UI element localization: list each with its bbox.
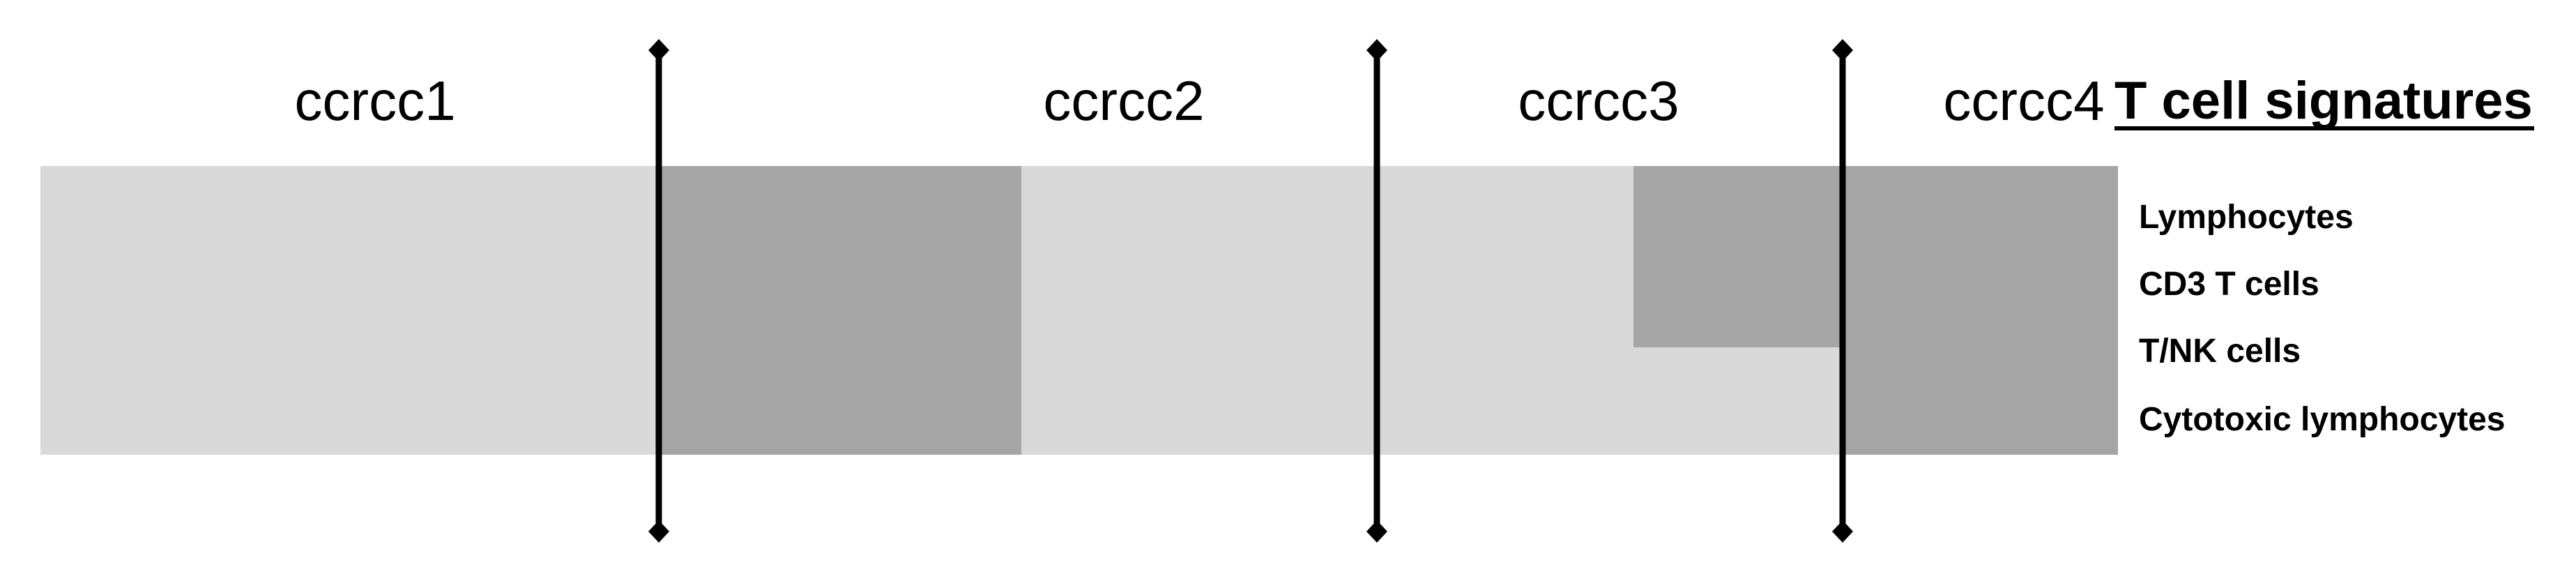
cluster-label-ccrcc2: ccrcc2 bbox=[1043, 70, 1204, 132]
dark-block-ccrcc4 bbox=[1843, 166, 2118, 455]
cluster-label-ccrcc3: ccrcc3 bbox=[1518, 70, 1679, 132]
cluster-label-ccrcc4: ccrcc4 bbox=[1943, 70, 2104, 132]
divider-1 bbox=[648, 39, 669, 543]
cluster-label-ccrcc1: ccrcc1 bbox=[294, 70, 455, 132]
divider-3 bbox=[1832, 39, 1853, 543]
signature-label-cytotoxic-lymphocytes: Cytotoxic lymphocytes bbox=[2139, 401, 2505, 438]
dark-block-ccrcc1-2 bbox=[659, 166, 1021, 455]
dark-block-ccrcc3-top bbox=[1633, 166, 1843, 347]
diagram-title: T cell signatures bbox=[2114, 71, 2533, 130]
signature-label-lymphocytes: Lymphocytes bbox=[2139, 199, 2354, 236]
signature-label-t-nk-cells: T/NK cells bbox=[2139, 333, 2301, 370]
divider-2 bbox=[1366, 39, 1387, 543]
signature-label-cd3-t-cells: CD3 T cells bbox=[2139, 266, 2319, 303]
